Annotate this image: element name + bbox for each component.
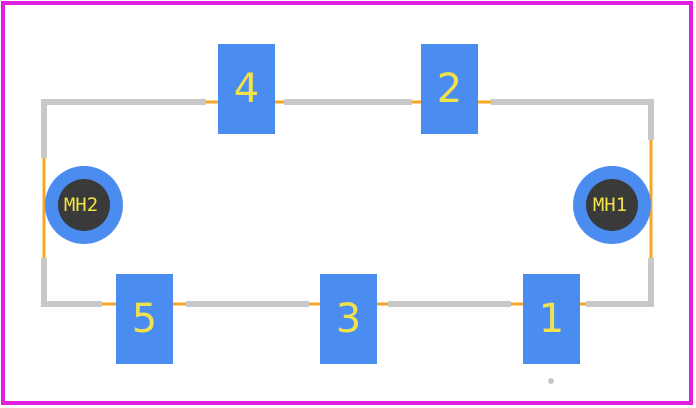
pad-5-shape xyxy=(116,274,173,364)
pad-5[interactable]: 5 xyxy=(116,274,173,364)
mounting-hole-mh1[interactable]: MH1 xyxy=(573,166,651,244)
pad-1-label: 1 xyxy=(539,296,564,342)
silk-bottom-left xyxy=(41,258,102,307)
pad-3-label: 3 xyxy=(336,296,361,342)
mh2-drill xyxy=(58,179,110,231)
pad-4[interactable]: 4 xyxy=(218,44,275,134)
pin1-marker-dot xyxy=(548,378,554,384)
pad-2-shape xyxy=(421,44,478,134)
courtyard-lines xyxy=(42,100,653,306)
mh2-label: MH2 xyxy=(64,194,98,216)
silk-bottom-right xyxy=(586,258,654,307)
silk-top-left xyxy=(41,99,206,158)
mh1-label: MH1 xyxy=(593,194,627,216)
pad-3-shape xyxy=(320,274,377,364)
pad-4-shape xyxy=(218,44,275,134)
pad-3[interactable]: 3 xyxy=(320,274,377,364)
pad-2[interactable]: 2 xyxy=(421,44,478,134)
silkscreen-lines xyxy=(41,99,654,307)
mh1-drill xyxy=(586,179,638,231)
pad-2-label: 2 xyxy=(437,66,462,112)
pad-4-label: 4 xyxy=(234,66,259,112)
pad-5-label: 5 xyxy=(132,296,157,342)
pad-1[interactable]: 1 xyxy=(523,274,580,364)
pad-group: 4 2 5 3 1 xyxy=(116,44,580,364)
pad-1-shape xyxy=(523,274,580,364)
silk-top-right xyxy=(491,99,654,140)
mounting-hole-mh2[interactable]: MH2 xyxy=(45,166,123,244)
mounting-hole-group: MH2 MH1 xyxy=(45,166,651,244)
